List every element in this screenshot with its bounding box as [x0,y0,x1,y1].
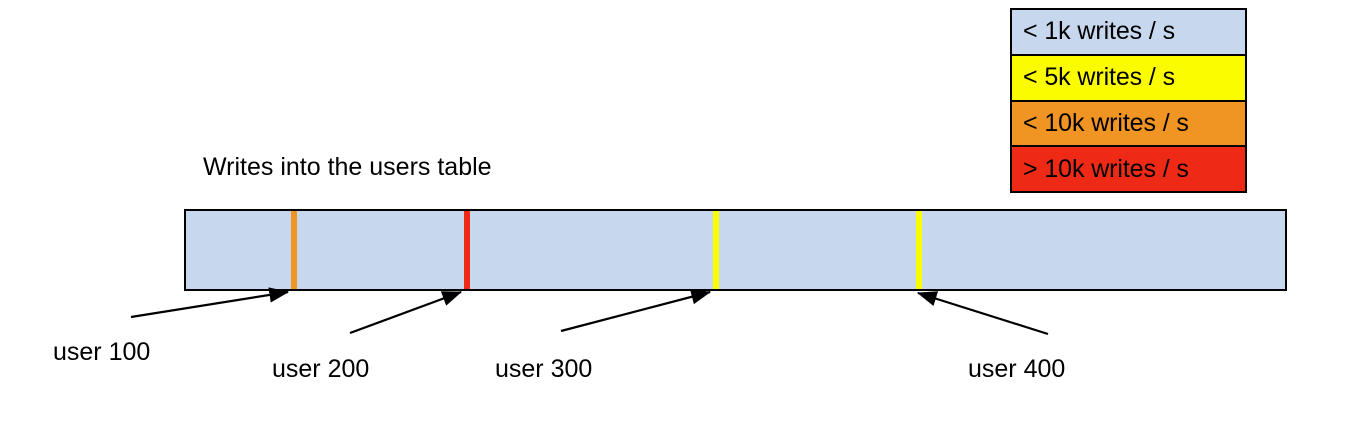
label-user-300: user 300 [495,355,593,383]
user-400-stripe [916,211,922,289]
arrow-user-100 [130,287,290,319]
legend-row-under-10k: < 10k writes / s [1012,101,1245,148]
legend: < 1k writes / s < 5k writes / s < 10k wr… [1010,8,1247,193]
legend-row-under-5k: < 5k writes / s [1012,55,1245,102]
user-300-stripe [713,211,719,289]
user-100-stripe [291,211,297,289]
arrow-user-200 [349,290,463,335]
legend-label-under-10k: < 10k writes / s [1023,108,1189,137]
chart-title: Writes into the users table [203,153,492,181]
legend-label-under-5k: < 5k writes / s [1023,63,1176,92]
legend-label-over-10k: > 10k writes / s [1023,154,1189,183]
label-user-100: user 100 [53,338,151,366]
legend-row-over-10k: > 10k writes / s [1012,147,1245,191]
users-table-keyrange-bar [184,209,1287,291]
arrow-user-400 [916,291,1049,336]
user-200-stripe [464,211,470,289]
legend-row-under-1k: < 1k writes / s [1012,10,1245,56]
label-user-200: user 200 [272,355,370,383]
label-user-400: user 400 [968,355,1066,383]
arrow-user-300 [560,289,712,333]
legend-label-under-1k: < 1k writes / s [1023,17,1176,46]
